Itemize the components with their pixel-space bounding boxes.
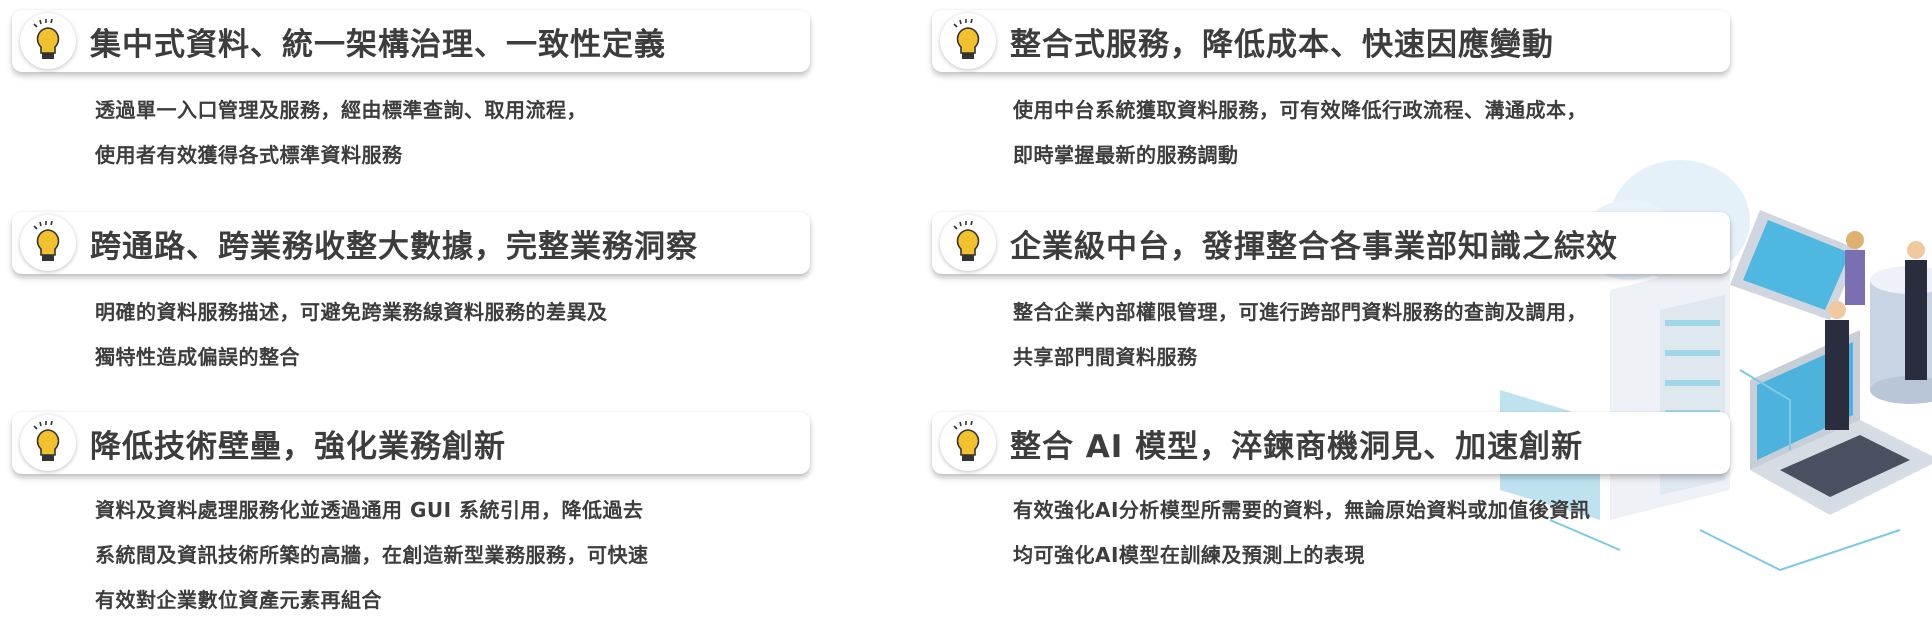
feature-description: 有效強化AI分析模型所需要的資料，無論原始資料或加值後資訊均可強化AI模型在訓練… (1013, 488, 1590, 578)
feature-description: 整合企業內部權限管理，可進行跨部門資料服務的查詢及調用， 共享部門間資料服務 (1013, 290, 1587, 380)
lightbulb-icon (20, 215, 76, 271)
description-line: 使用中台系統獲取資料服務，可有效降低行政流程、溝通成本， (1013, 98, 1587, 122)
description-line: 均可強化AI模型在訓練及預測上的表現 (1013, 543, 1365, 567)
description-line: 有效對企業數位資產元素再組合 (95, 588, 382, 612)
description-line: 系統間及資訊技術所築的高牆，在創造新型業務服務，可快速 (95, 543, 649, 567)
feature-title: 整合式服務，降低成本、快速因應變動 (1010, 26, 1554, 63)
description-line: 透過單一入口管理及服務，經由標準查詢、取用流程， (95, 98, 587, 122)
feature-card-header: 企業級中台，發揮整合各事業部知識之綜效 (932, 212, 1730, 274)
description-line: 即時掌握最新的服務調動 (1013, 143, 1239, 167)
feature-title: 降低技術壁壘，強化業務創新 (90, 428, 506, 465)
feature-description: 明確的資料服務描述，可避免跨業務線資料服務的差異及獨特性造成偏誤的整合 (95, 290, 608, 380)
description-line: 獨特性造成偏誤的整合 (95, 345, 300, 369)
description-line: 明確的資料服務描述，可避免跨業務線資料服務的差異及 (95, 300, 608, 324)
lightbulb-icon (940, 13, 996, 69)
feature-description: 透過單一入口管理及服務，經由標準查詢、取用流程， 使用者有效獲得各式標準資料服務 (95, 88, 587, 178)
description-line: 整合企業內部權限管理，可進行跨部門資料服務的查詢及調用， (1013, 300, 1587, 324)
feature-card-header: 跨通路、跨業務收整大數據，完整業務洞察 (12, 212, 810, 274)
feature-card-header: 整合 AI 模型，淬鍊商機洞見、加速創新 (932, 412, 1730, 474)
description-line: 有效強化AI分析模型所需要的資料，無論原始資料或加值後資訊 (1013, 498, 1591, 522)
lightbulb-icon (20, 415, 76, 471)
description-line: 使用者有效獲得各式標準資料服務 (95, 143, 403, 167)
feature-description: 資料及資料處理服務化並透過通用 GUI 系統引用，降低過去系統間及資訊技術所築的… (95, 488, 649, 623)
network-lines (1549, 369, 1901, 572)
description-line: 資料及資料處理服務化並透過通用 GUI 系統引用，降低過去 (95, 498, 644, 522)
feature-title: 企業級中台，發揮整合各事業部知識之綜效 (1010, 228, 1618, 265)
feature-description: 使用中台系統獲取資料服務，可有效降低行政流程、溝通成本， 即時掌握最新的服務調動 (1013, 88, 1587, 178)
tablet-icon (1730, 210, 1860, 320)
lightbulb-icon (940, 415, 996, 471)
feature-card-header: 整合式服務，降低成本、快速因應變動 (932, 10, 1730, 72)
lightbulb-icon (940, 215, 996, 271)
feature-title: 跨通路、跨業務收整大數據，完整業務洞察 (90, 228, 698, 265)
server-rack-icon (1610, 260, 1730, 520)
lightbulb-icon (20, 13, 76, 69)
feature-title: 整合 AI 模型，淬鍊商機洞見、加速創新 (1010, 428, 1584, 465)
feature-title: 集中式資料、統一架構治理、一致性定義 (90, 26, 666, 63)
feature-card-header: 集中式資料、統一架構治理、一致性定義 (12, 10, 810, 72)
feature-card-header: 降低技術壁壘，強化業務創新 (12, 412, 810, 474)
description-line: 共享部門間資料服務 (1013, 345, 1198, 369)
people-icon (1825, 231, 1927, 430)
